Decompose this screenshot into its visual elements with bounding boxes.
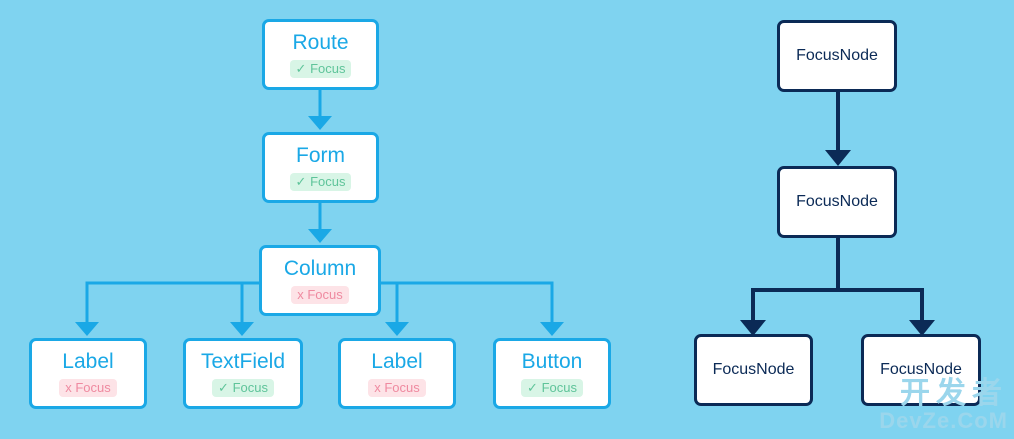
widget-node-label: Button xyxy=(521,350,583,373)
widget-node-label: Label xyxy=(371,350,423,373)
focus-badge: ✓ Focus xyxy=(212,379,274,397)
check-icon: ✓ xyxy=(527,380,538,395)
widget-node-label-1: Label x Focus xyxy=(29,338,147,409)
focus-badge: x Focus xyxy=(291,286,349,304)
widget-node-label: Label xyxy=(62,350,114,373)
focus-badge: x Focus xyxy=(59,379,117,397)
widget-node-button: Button ✓ Focus xyxy=(493,338,611,409)
check-icon: ✓ xyxy=(295,174,307,189)
check-icon: ✓ xyxy=(218,380,229,395)
widget-node-label: Form xyxy=(296,144,345,167)
widget-node-label: Route xyxy=(292,31,349,54)
focus-tree-edges xyxy=(740,92,935,336)
focus-badge-text: Focus xyxy=(307,287,343,302)
focus-badge: x Focus xyxy=(368,379,426,397)
arrowhead-column-button xyxy=(540,322,564,336)
arrowhead-column-label-2 xyxy=(385,322,409,336)
focus-badge: ✓ Focus xyxy=(521,379,583,397)
watermark-site: DevZe.CoM xyxy=(879,408,1008,433)
focus-node-label: FocusNode xyxy=(796,47,878,64)
focus-node-label: FocusNode xyxy=(880,361,962,378)
widget-node-route: Route ✓ Focus xyxy=(262,19,379,90)
focus-badge-text: Focus xyxy=(541,380,577,395)
widget-node-textfield: TextField ✓ Focus xyxy=(183,338,303,409)
focus-badge-text: Focus xyxy=(75,380,111,395)
focus-badge-text: Focus xyxy=(310,174,346,189)
arrowhead-focus-2-3 xyxy=(740,320,766,336)
widget-tree-edges xyxy=(75,90,564,336)
focus-node-label: FocusNode xyxy=(796,193,878,210)
edge-column-label-1 xyxy=(85,281,261,325)
arrowhead-focus-2-4 xyxy=(909,320,935,336)
focus-node-root: FocusNode xyxy=(777,20,897,92)
focus-badge: ✓ Focus xyxy=(289,60,352,78)
arrowhead-column-textfield xyxy=(230,322,254,336)
widget-node-label: Column xyxy=(283,257,357,280)
edge-column-button xyxy=(379,281,554,325)
watermark: 开发者 DevZe.CoM xyxy=(879,379,1008,433)
arrowhead-form-column xyxy=(308,229,332,243)
edge-focus-2-4 xyxy=(836,288,924,322)
arrowhead-focus-1-2 xyxy=(825,150,851,166)
focus-node-child: FocusNode xyxy=(777,166,897,238)
focus-badge-text: Focus xyxy=(310,61,346,76)
widget-node-label: TextField xyxy=(200,350,286,373)
edge-focus-2-3 xyxy=(751,288,840,322)
cross-icon: x xyxy=(374,380,381,395)
widget-node-form: Form ✓ Focus xyxy=(262,132,379,203)
arrowhead-column-label-1 xyxy=(75,322,99,336)
check-icon: ✓ xyxy=(295,61,307,76)
focus-badge-text: Focus xyxy=(232,380,268,395)
arrowhead-route-form xyxy=(308,116,332,130)
cross-icon: x xyxy=(297,287,304,302)
watermark-title: 开发者 xyxy=(900,377,1008,410)
widget-node-label-2: Label x Focus xyxy=(338,338,456,409)
cross-icon: x xyxy=(65,380,72,395)
focus-badge: ✓ Focus xyxy=(289,173,352,191)
focus-node-leaf-right: FocusNode xyxy=(861,334,981,406)
focus-badge-text: Focus xyxy=(384,380,420,395)
focus-node-label: FocusNode xyxy=(712,361,795,378)
widget-node-column: Column x Focus xyxy=(259,245,381,316)
focus-node-leaf-left: FocusNode xyxy=(694,334,813,406)
